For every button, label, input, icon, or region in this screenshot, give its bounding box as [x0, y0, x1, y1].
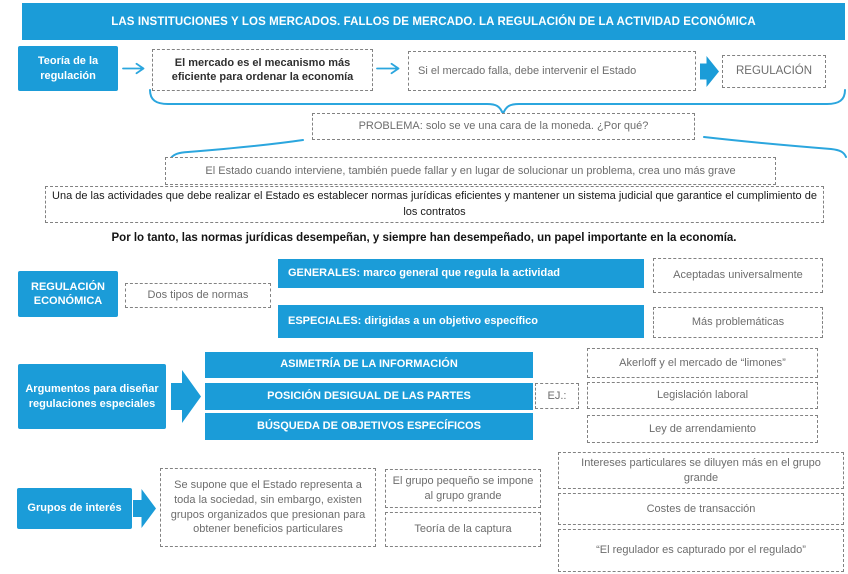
- legislacion-box: Legislación laboral: [587, 382, 818, 409]
- problema-box: PROBLEMA: solo se ve una cara de la mone…: [312, 113, 695, 140]
- split-line-left-icon: [170, 139, 304, 159]
- right-arrow-icon: [122, 62, 145, 75]
- block-right-arrow-icon: [171, 370, 201, 423]
- costes-transaccion-box: Costes de transacción: [558, 493, 844, 525]
- asimetria-bar: ASIMETRÍA DE LA INFORMACIÓN: [205, 352, 533, 378]
- estado-sociedad-box: Se supone que el Estado representa a tod…: [160, 468, 376, 547]
- aceptadas-box: Aceptadas universalmente: [653, 258, 823, 293]
- argumentos-box: Argumentos para diseñar regulaciones esp…: [18, 364, 166, 429]
- generales-bar: GENERALES: marco general que regula la a…: [278, 259, 644, 288]
- akerloff-box: Akerloff y el mercado de “limones”: [587, 348, 818, 378]
- grupos-interes-box: Grupos de interés: [17, 488, 132, 529]
- split-line-right-icon: [703, 136, 847, 158]
- market-efficiency-box: El mercado es el mecanismo más eficiente…: [152, 49, 373, 91]
- regulation-box: REGULACIÓN: [722, 55, 826, 88]
- block-right-arrow-icon: [700, 56, 719, 87]
- state-intervention-box: Si el mercado falla, debe intervenir el …: [408, 51, 696, 91]
- teoria-captura-box: Teoría de la captura: [385, 512, 541, 547]
- theory-label-box: Teoría de la regulación: [18, 46, 118, 91]
- state-failure-box: El Estado cuando interviene, también pue…: [165, 157, 776, 185]
- grupo-pequeno-box: El grupo pequeño se impone al grupo gran…: [385, 469, 541, 508]
- state-activities-box: Una de las actividades que debe realizar…: [45, 186, 824, 223]
- block-right-arrow-icon: [133, 489, 156, 528]
- mas-problematicas-box: Más problemáticas: [653, 307, 823, 338]
- intereses-diluyen-box: Intereses particulares se diluyen más en…: [558, 452, 844, 489]
- arrendamiento-box: Ley de arrendamiento: [587, 415, 818, 443]
- regulacion-economica-box: REGULACIÓN ECONÓMICA: [18, 271, 118, 317]
- conclusion-text: Por lo tanto, las normas jurídicas desem…: [111, 232, 737, 244]
- busqueda-bar: BÚSQUEDA DE OBJETIVOS ESPECÍFICOS: [205, 413, 533, 440]
- right-arrow-icon: [376, 62, 400, 75]
- regulador-capturado-box: “El regulador es capturado por el regula…: [558, 529, 844, 572]
- slide-title: LAS INSTITUCIONES Y LOS MERCADOS. FALLOS…: [22, 3, 845, 40]
- especiales-bar: ESPECIALES: dirigidas a un objetivo espe…: [278, 305, 644, 338]
- curly-brace-icon: [149, 89, 846, 117]
- ej-box: EJ.:: [535, 383, 579, 409]
- posicion-bar: POSICIÓN DESIGUAL DE LAS PARTES: [205, 383, 533, 410]
- dos-tipos-box: Dos tipos de normas: [125, 283, 271, 308]
